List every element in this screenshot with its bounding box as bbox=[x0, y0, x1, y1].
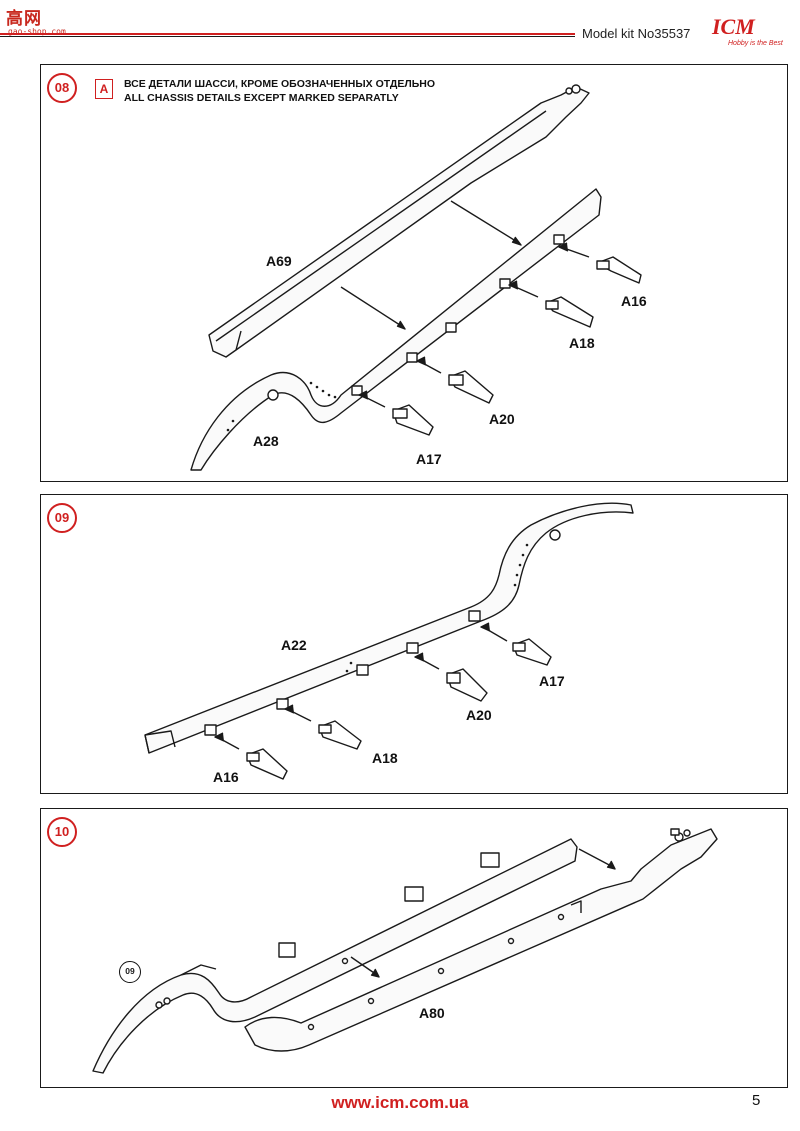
rail-a22 bbox=[144, 502, 634, 754]
step-08-panel: 08 A ВСЕ ДЕТАЛИ ШАССИ, КРОМЕ ОБОЗНАЧЕННЫ… bbox=[40, 64, 788, 482]
step-number: 08 bbox=[47, 73, 77, 103]
header-rule-red bbox=[0, 33, 575, 35]
rail-a69 bbox=[208, 86, 590, 358]
step-09-panel: 09 bbox=[40, 494, 788, 794]
part-label-a18: A18 bbox=[569, 335, 595, 351]
part-label-a22: A22 bbox=[281, 637, 307, 653]
watermark-url: gao-shop.com bbox=[8, 27, 66, 36]
watermark: 高网 gao-shop.com bbox=[6, 4, 76, 38]
note-ru: ВСЕ ДЕТАЛИ ШАССИ, КРОМЕ ОБОЗНАЧЕННЫХ ОТД… bbox=[124, 78, 436, 90]
logo-tagline: Hobby is the Best bbox=[728, 40, 783, 47]
step-09-drawing bbox=[144, 502, 634, 780]
chassis-left-rail bbox=[92, 838, 578, 1074]
header-rule-black bbox=[0, 36, 575, 37]
part-label-a16: A16 bbox=[213, 769, 239, 785]
note-en: ALL CHASSIS DETAILS EXCEPT MARKED SEPARA… bbox=[124, 92, 399, 104]
part-label-a28: A28 bbox=[253, 433, 279, 449]
part-a16 bbox=[246, 748, 288, 780]
logo-text: ICM bbox=[712, 14, 755, 39]
page-number: 5 bbox=[752, 1092, 761, 1109]
part-label-a20: A20 bbox=[466, 707, 492, 723]
kit-number: Model kit No35537 bbox=[582, 26, 691, 41]
step-number: 09 bbox=[47, 503, 77, 533]
rail-a28 bbox=[190, 188, 602, 471]
icm-logo: ICM Hobby is the Best bbox=[700, 14, 792, 54]
part-label-a20: A20 bbox=[489, 411, 515, 427]
part-label-a17: A17 bbox=[539, 673, 565, 689]
part-a16 bbox=[596, 256, 642, 284]
part-label-a69: A69 bbox=[266, 253, 292, 269]
part-a20 bbox=[448, 370, 494, 404]
step-08-drawing bbox=[190, 84, 642, 471]
step-10-drawing bbox=[92, 828, 718, 1074]
rail-a80 bbox=[244, 828, 718, 1052]
part-a20 bbox=[446, 668, 488, 702]
part-a18 bbox=[318, 720, 362, 750]
part-label-a80: A80 bbox=[419, 1005, 445, 1021]
sub-step-reference: 09 bbox=[119, 961, 141, 983]
assembly-note: ВСЕ ДЕТАЛИ ШАССИ, КРОМЕ ОБОЗНАЧЕННЫХ ОТД… bbox=[124, 77, 435, 105]
step-10-panel: 10 09 A80 bbox=[40, 808, 788, 1088]
part-label-a18: A18 bbox=[372, 750, 398, 766]
part-label-a16: A16 bbox=[621, 293, 647, 309]
part-label-a17: A17 bbox=[416, 451, 442, 467]
part-a17 bbox=[392, 404, 434, 436]
step-number: 10 bbox=[47, 817, 77, 847]
part-a18 bbox=[545, 296, 594, 328]
part-a17 bbox=[512, 638, 552, 666]
footer-url[interactable]: www.icm.com.ua bbox=[331, 1093, 469, 1112]
watermark-text: 高网 bbox=[6, 9, 42, 28]
sprue-letter: A bbox=[95, 79, 113, 99]
